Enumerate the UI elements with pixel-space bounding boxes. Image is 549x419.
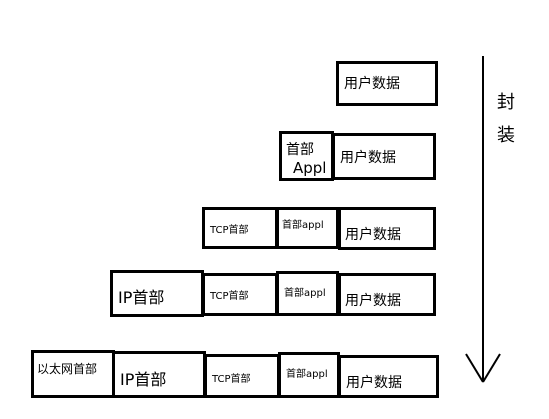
row4-tcp-header-box: TCP首部	[202, 273, 278, 316]
row5-header-appl-box: 首部appl	[278, 352, 340, 398]
encapsulation-label-char2: 装	[497, 125, 515, 146]
row5-tcp-header-box: TCP首部	[204, 354, 280, 398]
row3-header-appl-label: 首部appl	[282, 220, 324, 231]
row3-user-data-box: 用户数据	[338, 207, 436, 250]
encapsulation-label-char1: 封	[497, 92, 515, 113]
row1-user-data-label: 用户数据	[344, 76, 400, 92]
row5-user-data-box: 用户数据	[338, 355, 439, 398]
row2-user-data-box: 用户数据	[332, 133, 436, 180]
row5-ip-header-label: IP首部	[120, 370, 167, 389]
row5-tcp-header-label: TCP首部	[212, 374, 251, 385]
row4-tcp-header-label: TCP首部	[210, 291, 249, 302]
row3-header-appl-box: 首部appl	[276, 207, 339, 249]
row4-header-appl-box: 首部appl	[276, 271, 339, 316]
row4-ip-header-box: IP首部	[110, 270, 204, 317]
row5-header-appl-label: 首部appl	[286, 369, 328, 380]
row4-header-appl-label: 首部appl	[284, 288, 326, 299]
row5-ethernet-header-label: 以太网首部	[37, 362, 98, 376]
row4-ip-header-label: IP首部	[118, 288, 165, 307]
row4-user-data-label: 用户数据	[345, 293, 401, 309]
row5-ip-header-box: IP首部	[112, 351, 206, 398]
row3-user-data-label: 用户数据	[345, 227, 401, 243]
row1-user-data-box: 用户数据	[336, 61, 438, 106]
row5-ethernet-header-box: 以太网首部	[31, 350, 115, 398]
row2-user-data-label: 用户数据	[340, 150, 396, 166]
row2-app-header-box: 首部 Appl	[279, 131, 334, 181]
row2-header-label: 首部	[286, 142, 314, 158]
row4-user-data-box: 用户数据	[338, 273, 436, 316]
row5-user-data-label: 用户数据	[346, 375, 402, 391]
row2-appl-label: Appl	[293, 159, 327, 177]
row3-tcp-header-label: TCP首部	[210, 225, 249, 236]
